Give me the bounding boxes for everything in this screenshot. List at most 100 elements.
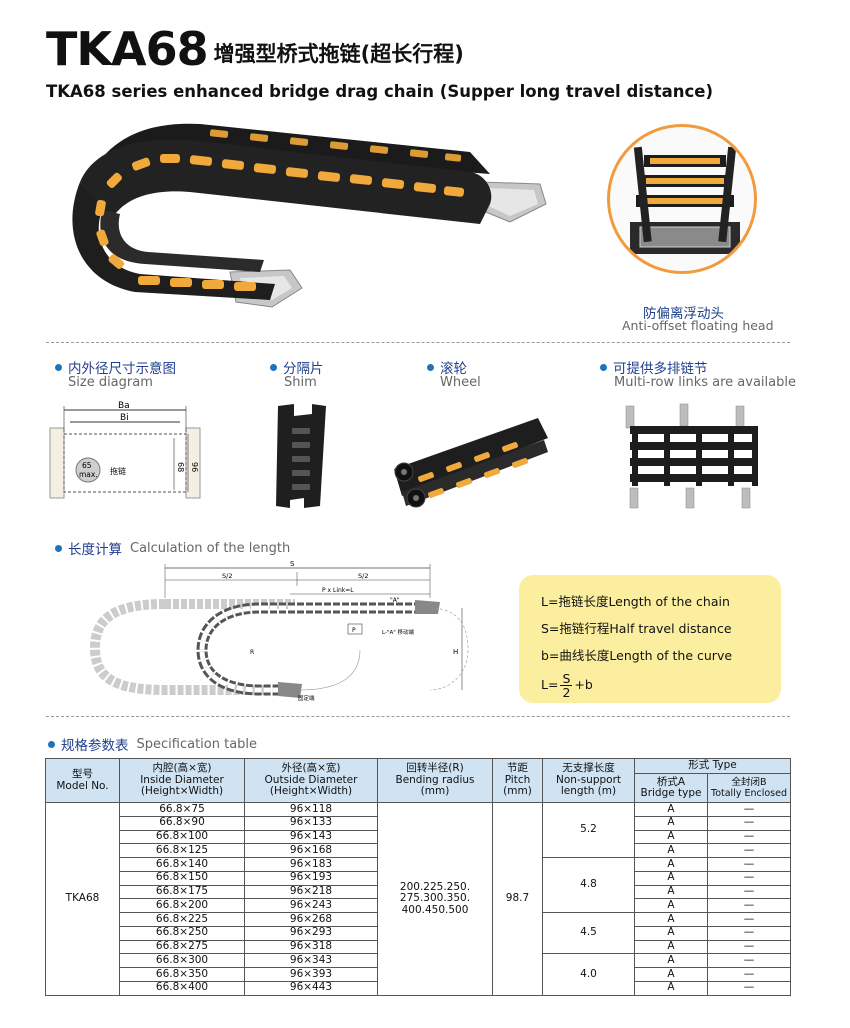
cell-closed: — xyxy=(707,939,791,955)
bullet-icon xyxy=(55,363,62,371)
p-label: P xyxy=(352,627,356,634)
cell-closed: — xyxy=(707,884,791,900)
title-row: TKA68 增强型桥式拖链(超长行程) xyxy=(46,26,464,72)
cell-inside: 66.8×125 xyxy=(119,843,245,858)
cell-nonsupport: 4.5 xyxy=(542,911,635,955)
formula-b: b=曲线长度Length of the curve xyxy=(541,648,733,663)
fixed-end-label: 固定端 xyxy=(298,694,315,702)
feature-size-en: Size diagram xyxy=(68,375,153,390)
divider-2 xyxy=(46,716,790,717)
cell-outside: 96×443 xyxy=(244,980,378,996)
cell-nonsupport: 4.0 xyxy=(542,953,635,996)
cell-inside: 66.8×175 xyxy=(119,884,245,900)
cell-inside: 66.8×140 xyxy=(119,857,245,872)
model-title: TKA68 xyxy=(46,22,209,76)
divider-1 xyxy=(46,342,790,343)
feature-shim-en: Shim xyxy=(284,375,317,390)
header-inside: 内腔(高×宽)Inside Diameter(Height×Width) xyxy=(119,758,245,803)
size-diagram: Ba Bi 65 max. 拖链 68 96 xyxy=(49,401,201,499)
cell-closed: — xyxy=(707,802,791,817)
cell-closed: — xyxy=(707,815,791,831)
cell-nonsupport: 5.2 xyxy=(542,802,635,858)
formula-s: S=拖链行程Half travel distance xyxy=(541,621,732,636)
s-half-right: S/2 xyxy=(358,572,368,580)
cell-inside: 66.8×400 xyxy=(119,980,245,996)
cell-outside: 96×218 xyxy=(244,884,378,900)
ba-label: Ba xyxy=(118,401,130,411)
cell-outside: 96×183 xyxy=(244,857,378,872)
cell-outside: 96×318 xyxy=(244,939,378,955)
bi-label: Bi xyxy=(120,413,129,423)
floating-head-caption-en: Anti-offset floating head xyxy=(622,318,774,333)
cell-closed: — xyxy=(707,967,791,982)
cell-bridge: A xyxy=(634,925,708,941)
formula-l: L=拖链长度Length of the chain xyxy=(541,594,730,609)
cell-closed: — xyxy=(707,857,791,872)
cell-inside: 66.8×250 xyxy=(119,925,245,941)
a-mobile-label: L-"A" 移动端 xyxy=(382,628,415,636)
cell-inside: 66.8×350 xyxy=(119,967,245,982)
dim-inner: 68 xyxy=(176,462,185,472)
cell-outside: 96×133 xyxy=(244,815,378,831)
cell-inside: 66.8×100 xyxy=(119,829,245,845)
r-label: R xyxy=(250,649,254,656)
max-label: max. xyxy=(79,470,98,479)
feature-wheel-label: 滚轮 xyxy=(427,357,467,377)
bullet-icon xyxy=(270,363,277,371)
cell-closed: — xyxy=(707,843,791,858)
multi-row-photo xyxy=(625,403,758,509)
cell-bridge: A xyxy=(634,802,708,817)
s-half-left: S/2 xyxy=(222,572,232,580)
cell-inside: 66.8×200 xyxy=(119,898,245,913)
cell-bending: 200.225.250.275.300.350.400.450.500 xyxy=(377,802,493,996)
cell-bridge: A xyxy=(634,939,708,955)
max-value: 65 xyxy=(82,461,92,470)
cell-bridge: A xyxy=(634,898,708,913)
shim-photo xyxy=(276,404,326,508)
header-type: 形式 Type xyxy=(634,758,791,774)
dim-outer: 96 xyxy=(190,462,199,472)
cell-closed: — xyxy=(707,953,791,968)
drag-chain-photo xyxy=(72,123,547,308)
feature-multirow-en: Multi-row links are available xyxy=(614,375,796,390)
cell-outside: 96×168 xyxy=(244,843,378,858)
cell-nonsupport: 4.8 xyxy=(542,857,635,913)
cell-inside: 66.8×275 xyxy=(119,939,245,955)
feature-multirow-label: 可提供多排链节 xyxy=(600,357,708,377)
floating-head-caption-cn: 防偏离浮动头 xyxy=(643,306,724,322)
cell-outside: 96×343 xyxy=(244,953,378,968)
cell-outside: 96×393 xyxy=(244,967,378,982)
cell-inside: 66.8×75 xyxy=(119,802,245,817)
cell-closed: — xyxy=(707,925,791,941)
wheel-chain-photo xyxy=(394,418,548,508)
cell-bridge: A xyxy=(634,912,708,927)
bullet-icon xyxy=(55,544,62,552)
cell-bridge: A xyxy=(634,857,708,872)
h-label: H xyxy=(453,648,458,656)
cell-bridge: A xyxy=(634,884,708,900)
feature-size-label: 内外径尺寸示意图 xyxy=(55,357,176,377)
cell-inside: 66.8×300 xyxy=(119,953,245,968)
cell-bridge: A xyxy=(634,870,708,886)
cell-bridge: A xyxy=(634,843,708,858)
bullet-icon xyxy=(600,363,607,371)
floating-head-photo xyxy=(607,124,757,274)
cell-inside: 66.8×90 xyxy=(119,815,245,831)
s-label: S xyxy=(290,560,295,568)
title-chinese: 增强型桥式拖链(超长行程) xyxy=(213,42,464,66)
cell-inside: 66.8×150 xyxy=(119,870,245,886)
a-label: "A" xyxy=(390,597,400,604)
cell-bridge: A xyxy=(634,967,708,982)
cell-bridge: A xyxy=(634,953,708,968)
header-outside: 外径(高×宽)Outside Diameter(Height×Width) xyxy=(244,758,378,803)
cell-pitch: 98.7 xyxy=(492,802,543,996)
cell-inside: 66.8×225 xyxy=(119,912,245,927)
cell-model: TKA68 xyxy=(45,802,120,996)
bullet-icon xyxy=(48,740,55,748)
spec-section-label: 规格参数表 Specification table xyxy=(48,734,257,754)
